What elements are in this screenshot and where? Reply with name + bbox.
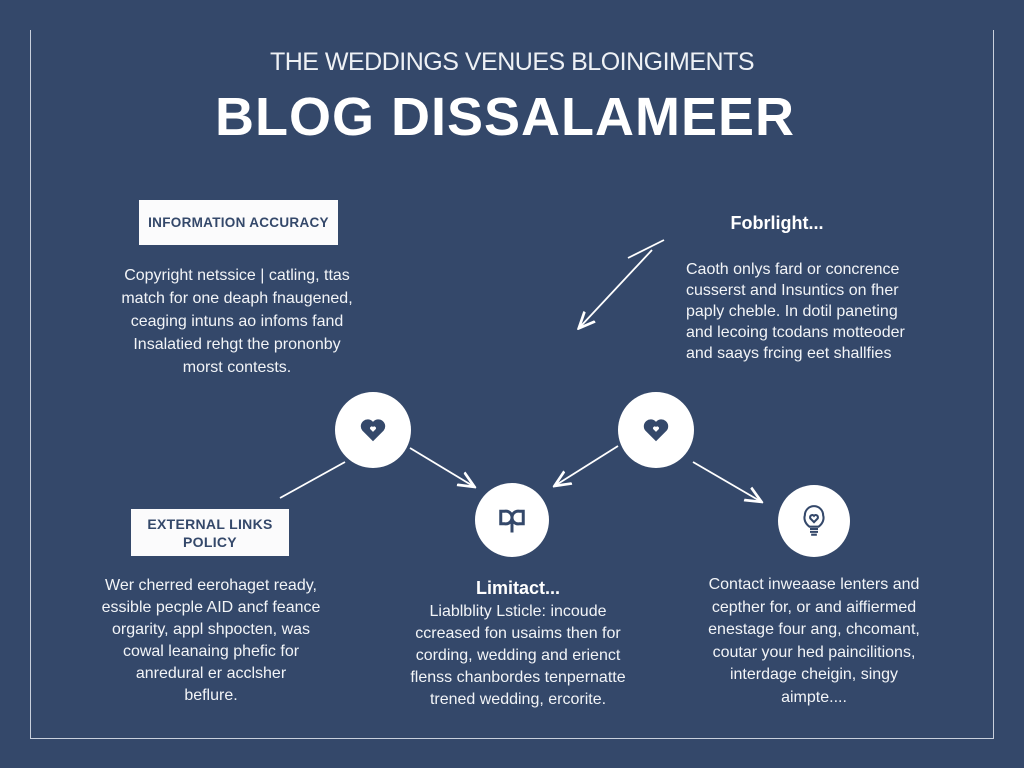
fobrlight-heading: Fobrlight... <box>730 213 824 233</box>
text-line: and lecoing tcodans motteoder <box>686 324 905 341</box>
text-line: cepther for, or and aiffiermed <box>711 598 917 616</box>
frame-bottom <box>30 738 994 739</box>
arrow-to-ribbon-left <box>409 447 473 486</box>
text-line: and saays frcing eet shallfies <box>686 345 892 362</box>
text-line: morst contests. <box>182 359 292 376</box>
heart-node-left <box>335 392 411 468</box>
info-accuracy-label-text: INFORMATION ACCURACY <box>148 215 329 230</box>
text-line: match for one deарh fnaugened, <box>121 290 353 307</box>
contact-text: Contact inweaase lenters and cepther for… <box>664 574 964 709</box>
text-line: ccreased fon usaims then for <box>415 625 621 642</box>
page-subtitle: THE WEDDINGS VENUES BLOINGIMENTS <box>269 48 755 76</box>
frame-right <box>993 30 994 739</box>
text-line: interdage cheigin, singy <box>729 666 899 683</box>
text-line: orgarity, appl shpocten, was <box>111 621 311 638</box>
text-line: anredural er acclsher <box>135 665 287 682</box>
text-line: cusserst and Insuntics on fher <box>686 282 899 299</box>
frame-left <box>30 30 31 739</box>
connector-line <box>279 461 346 499</box>
text-line: Wer cherred eerohaget ready, <box>105 577 317 594</box>
text-line: ceaging intuns ao infoms fand <box>130 313 344 330</box>
lightbulb-node <box>778 485 850 557</box>
text-line: coutar your hed paincilitions, <box>712 643 916 661</box>
text-line: flenss chanbordes tenpernatte <box>410 669 626 686</box>
external-links-label-line2: POLICY <box>183 533 237 550</box>
text-line: enestage four ang, chcomant, <box>708 621 920 638</box>
external-links-label-line1: EXTERNAL LINKS <box>147 515 273 532</box>
text-line: essible pecple AID ancf feance <box>101 599 321 616</box>
heart-icon <box>643 419 669 442</box>
text-line: aimpte.... <box>781 688 847 706</box>
text-line: cording, wedding and erienct <box>415 647 621 664</box>
text-line: Copyright netssice | catling, ttas <box>124 267 350 284</box>
arrow-diagonal-tick <box>627 239 665 259</box>
ribbon-icon <box>499 509 525 533</box>
text-line: paply cheble. In dotil paneting <box>686 303 898 320</box>
fobrlight-text: Caoth onlys fard or concrence cusserst a… <box>686 259 905 364</box>
arrow-diagonal <box>580 249 653 327</box>
external-links-label: EXTERNAL LINKS POLICY <box>131 509 289 556</box>
info-accuracy-text: Copyright netssice | catling, ttas match… <box>87 264 387 379</box>
ribbon-node <box>475 483 549 557</box>
info-accuracy-label: INFORMATION ACCURACY <box>139 200 338 245</box>
text-line: trened wedding, ercorite. <box>429 691 607 708</box>
text-line: beflure. <box>184 687 238 704</box>
heart-icon <box>360 419 386 442</box>
limitact-heading: Limitact... <box>475 578 560 598</box>
external-links-text: Wer cherred eerohaget ready, essible pec… <box>61 575 361 707</box>
text-line: Insalatied rehgt the prononby <box>133 336 341 353</box>
page-title: BLOG DISSALAMEER <box>214 87 796 147</box>
text-line: cowal leanaing phefic for <box>122 643 300 660</box>
limitact-text: Liablblity Lsticle: incoude ccreased fon… <box>368 601 668 711</box>
heart-node-right <box>618 392 694 468</box>
text-line: Contact inweaase lenters and <box>708 576 920 593</box>
text-line: Caoth onlys fard or concrence <box>686 261 900 278</box>
arrow-to-bulb <box>692 461 760 501</box>
text-line: Liablblity Lsticle: incoude <box>429 603 607 620</box>
lightbulb-icon <box>803 505 825 536</box>
arrow-to-ribbon-right <box>556 445 619 485</box>
